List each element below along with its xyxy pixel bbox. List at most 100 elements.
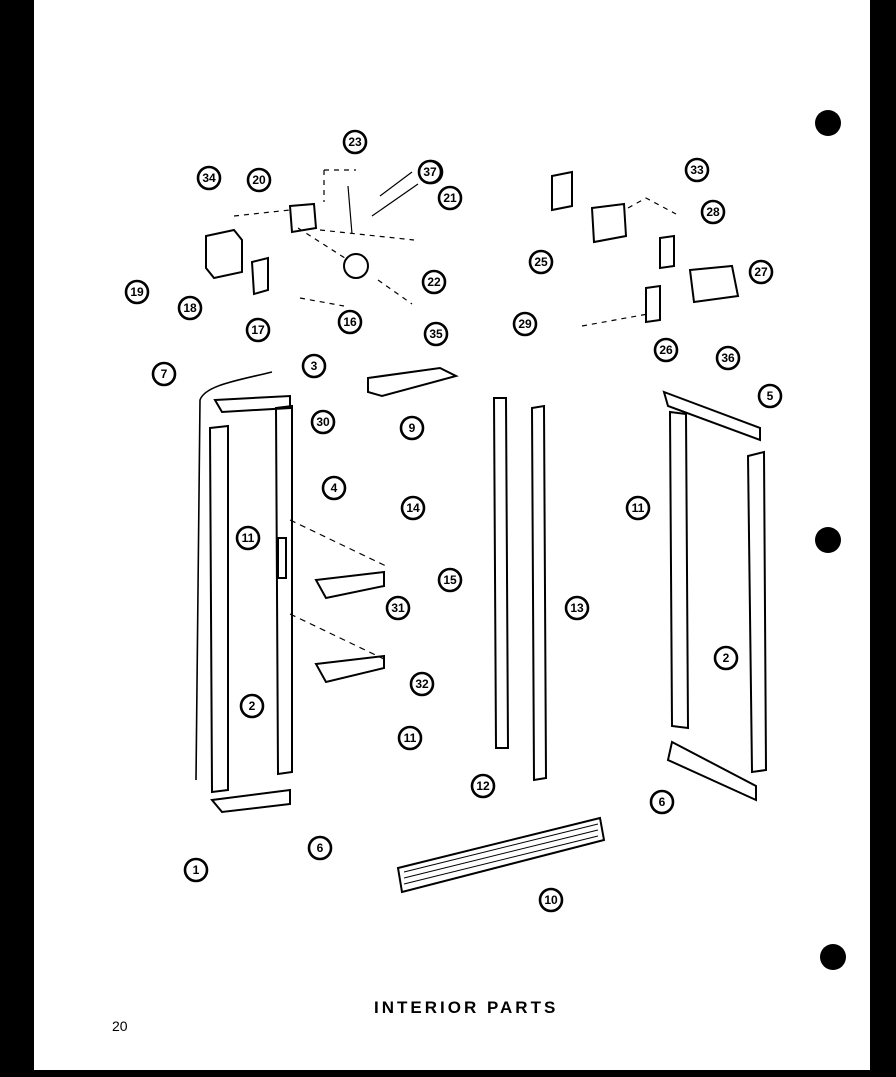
page-title: INTERIOR PARTS <box>374 998 559 1017</box>
callout-35: 35 <box>423 321 449 347</box>
callout-circle <box>437 567 463 593</box>
callout-label: 14 <box>406 501 420 515</box>
callout-23: 23 <box>342 129 368 155</box>
callout-circle <box>342 129 368 155</box>
callout-circle <box>151 361 177 387</box>
callout-label: 36 <box>721 351 735 365</box>
callout-27: 27 <box>748 259 774 285</box>
part-grille-10 <box>396 816 606 894</box>
callout-label: 17 <box>251 323 265 337</box>
punch-hole-middle <box>815 527 841 553</box>
callout-20: 20 <box>246 167 272 193</box>
callout-circle <box>684 157 710 183</box>
part-9 <box>367 366 459 398</box>
callout-circle <box>385 595 411 621</box>
callout-label: 7 <box>161 367 168 381</box>
callout-circle <box>748 259 774 285</box>
callout-label: 29 <box>518 317 532 331</box>
callout-25: 25 <box>528 249 554 275</box>
part-left-rail-left <box>208 424 229 794</box>
part-27 <box>688 264 740 304</box>
callout-circle <box>409 671 435 697</box>
latch-slot <box>277 537 287 579</box>
callout-circle <box>235 525 261 551</box>
parts-sheet <box>34 0 870 1070</box>
callout-label: 2 <box>723 651 730 665</box>
callout-label: 20 <box>252 173 266 187</box>
callout-group: 1223456679101111111213141516171819202122… <box>124 129 783 913</box>
callout-11: 11 <box>235 525 261 551</box>
callout-label: 9 <box>409 421 416 435</box>
callout-label: 5 <box>767 389 774 403</box>
callout-label: 30 <box>316 415 330 429</box>
callout-28: 28 <box>700 199 726 225</box>
callout-17: 17 <box>245 317 271 343</box>
part-bottom-rail-right <box>666 740 757 802</box>
callout-label: 35 <box>429 327 443 341</box>
part-15 <box>492 397 510 749</box>
part-bottom-rail-left <box>210 788 291 814</box>
callout-label: 4 <box>331 481 338 495</box>
part-top-rail-right <box>662 390 761 442</box>
callout-label: 27 <box>754 265 768 279</box>
callout-6: 6 <box>649 789 675 815</box>
callout-circle <box>177 295 203 321</box>
callout-31: 31 <box>385 595 411 621</box>
callout-label: 21 <box>443 191 457 205</box>
callout-label: 26 <box>659 343 673 357</box>
page-number: 20 <box>112 1018 128 1034</box>
callout-34: 34 <box>196 165 222 191</box>
callout-label: 10 <box>544 893 558 907</box>
callout-16: 16 <box>337 309 363 335</box>
callout-label: 11 <box>242 531 255 545</box>
part-24a <box>551 170 573 212</box>
callout-label: 18 <box>183 301 197 315</box>
callout-circle <box>321 475 347 501</box>
callout-18: 18 <box>177 295 203 321</box>
callout-circle <box>400 495 426 521</box>
part-20 <box>288 202 318 234</box>
callout-7: 7 <box>151 361 177 387</box>
callout-15: 15 <box>437 567 463 593</box>
callout-2: 2 <box>239 693 265 719</box>
callout-circle <box>470 773 496 799</box>
callout-label: 25 <box>534 255 548 269</box>
part-22 <box>343 253 369 279</box>
callout-circle <box>423 321 449 347</box>
part-right-rail-right <box>746 450 768 774</box>
callout-label: 1 <box>193 863 200 877</box>
callout-circle <box>437 185 463 211</box>
callout-circle <box>653 337 679 363</box>
callout-14: 14 <box>400 495 426 521</box>
callout-26: 26 <box>653 337 679 363</box>
callout-label: 23 <box>348 135 362 149</box>
callout-circle <box>757 383 783 409</box>
callout-circle <box>196 165 222 191</box>
part-shelf-support-32 <box>314 654 385 684</box>
callout-1: 1 <box>183 857 209 883</box>
callout-label: 2 <box>249 699 256 713</box>
callout-label: 31 <box>391 601 405 615</box>
part-25a <box>590 202 628 244</box>
callout-circle <box>417 159 443 185</box>
callout-circle <box>713 645 739 671</box>
callout-label: 34 <box>202 171 216 185</box>
callout-label: 37 <box>423 165 437 179</box>
callout-37: 37 <box>417 159 443 185</box>
callout-circle <box>239 693 265 719</box>
callout-circle <box>245 317 271 343</box>
callout-label: 32 <box>415 677 429 691</box>
callout-label: 33 <box>690 163 704 177</box>
callout-12: 12 <box>470 773 496 799</box>
callout-circle <box>625 495 651 521</box>
callout-circle <box>649 789 675 815</box>
callout-circle <box>715 345 741 371</box>
callout-circle <box>310 409 336 435</box>
callout-circle <box>564 595 590 621</box>
wire-7 <box>195 371 273 781</box>
callout-21: 21 <box>437 185 463 211</box>
part-left-rail-right <box>668 410 690 730</box>
callout-circle <box>337 309 363 335</box>
callout-circle <box>512 311 538 337</box>
callout-36: 36 <box>715 345 741 371</box>
